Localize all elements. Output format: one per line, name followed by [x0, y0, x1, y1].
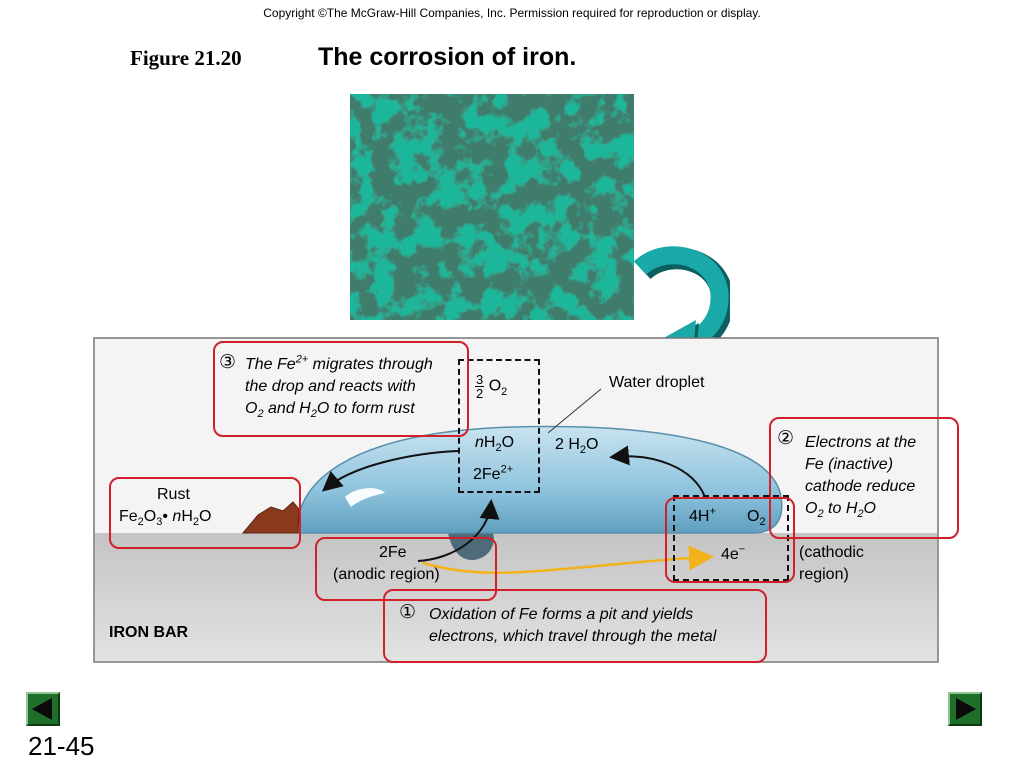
triangle-right-icon — [956, 698, 976, 720]
step2-highlight — [769, 417, 959, 539]
step1-line2: electrons, which travel through the meta… — [429, 628, 717, 645]
rust-label: Rust — [157, 486, 190, 503]
slide-number: 21-45 — [28, 731, 95, 761]
copyright-notice: Copyright ©The McGraw-Hill Companies, In… — [263, 6, 761, 20]
anode-2fe: 2Fe — [379, 544, 407, 561]
anode-highlight — [315, 537, 497, 601]
two-h2o: 2 H2O — [555, 436, 599, 457]
rust-highlight — [109, 477, 301, 549]
cathode-region-line2: region) — [799, 566, 849, 583]
fe-2plus: 2Fe2+ — [473, 463, 514, 483]
anode-region-label: (anodic region) — [333, 566, 440, 583]
prev-slide-button[interactable] — [26, 692, 60, 726]
diagram-artwork — [93, 337, 939, 663]
four-electrons: 4e− — [721, 543, 746, 563]
step3-highlight — [213, 341, 469, 437]
corrosion-micrograph — [350, 94, 634, 320]
step2-line3: cathode reduce — [805, 478, 916, 495]
iron-bar-label: IRON BAR — [109, 624, 189, 641]
cathode-o2: O2 — [747, 508, 766, 529]
triangle-left-icon — [32, 698, 52, 720]
rust-formula: Fe2O3• nH2O — [119, 508, 212, 529]
step2-line2: Fe (inactive) — [805, 456, 894, 473]
step1-number: ① — [399, 602, 417, 623]
figure-title: The corrosion of iron. — [318, 43, 577, 71]
corrosion-diagram: ③ The Fe2+ migrates through the drop and… — [93, 337, 959, 663]
step3-line3: O2 and H2O to form rust — [245, 400, 415, 421]
cathode-reaction-highlight — [665, 497, 795, 583]
cathode-region-line1: (cathodic — [799, 544, 864, 561]
step1-line1: Oxidation of Fe forms a pit and yields — [429, 606, 694, 623]
step3-line2: the drop and reacts with — [245, 378, 416, 395]
step1-highlight — [383, 589, 767, 663]
step2-line1: Electrons at the — [805, 434, 917, 451]
n-h2o: nH2O — [475, 434, 515, 455]
water-droplet-label: Water droplet — [609, 374, 705, 391]
step3-line1: The Fe2+ migrates through — [245, 353, 433, 373]
next-slide-button[interactable] — [948, 692, 982, 726]
step2-number: ② — [777, 428, 795, 449]
figure-label: Figure 21.20 — [130, 46, 242, 70]
reaction-box-anode — [458, 359, 540, 493]
step3-number: ③ — [219, 352, 237, 373]
four-h-plus: 4H+ — [689, 505, 716, 525]
step2-line4: O2 to H2O — [805, 500, 876, 521]
